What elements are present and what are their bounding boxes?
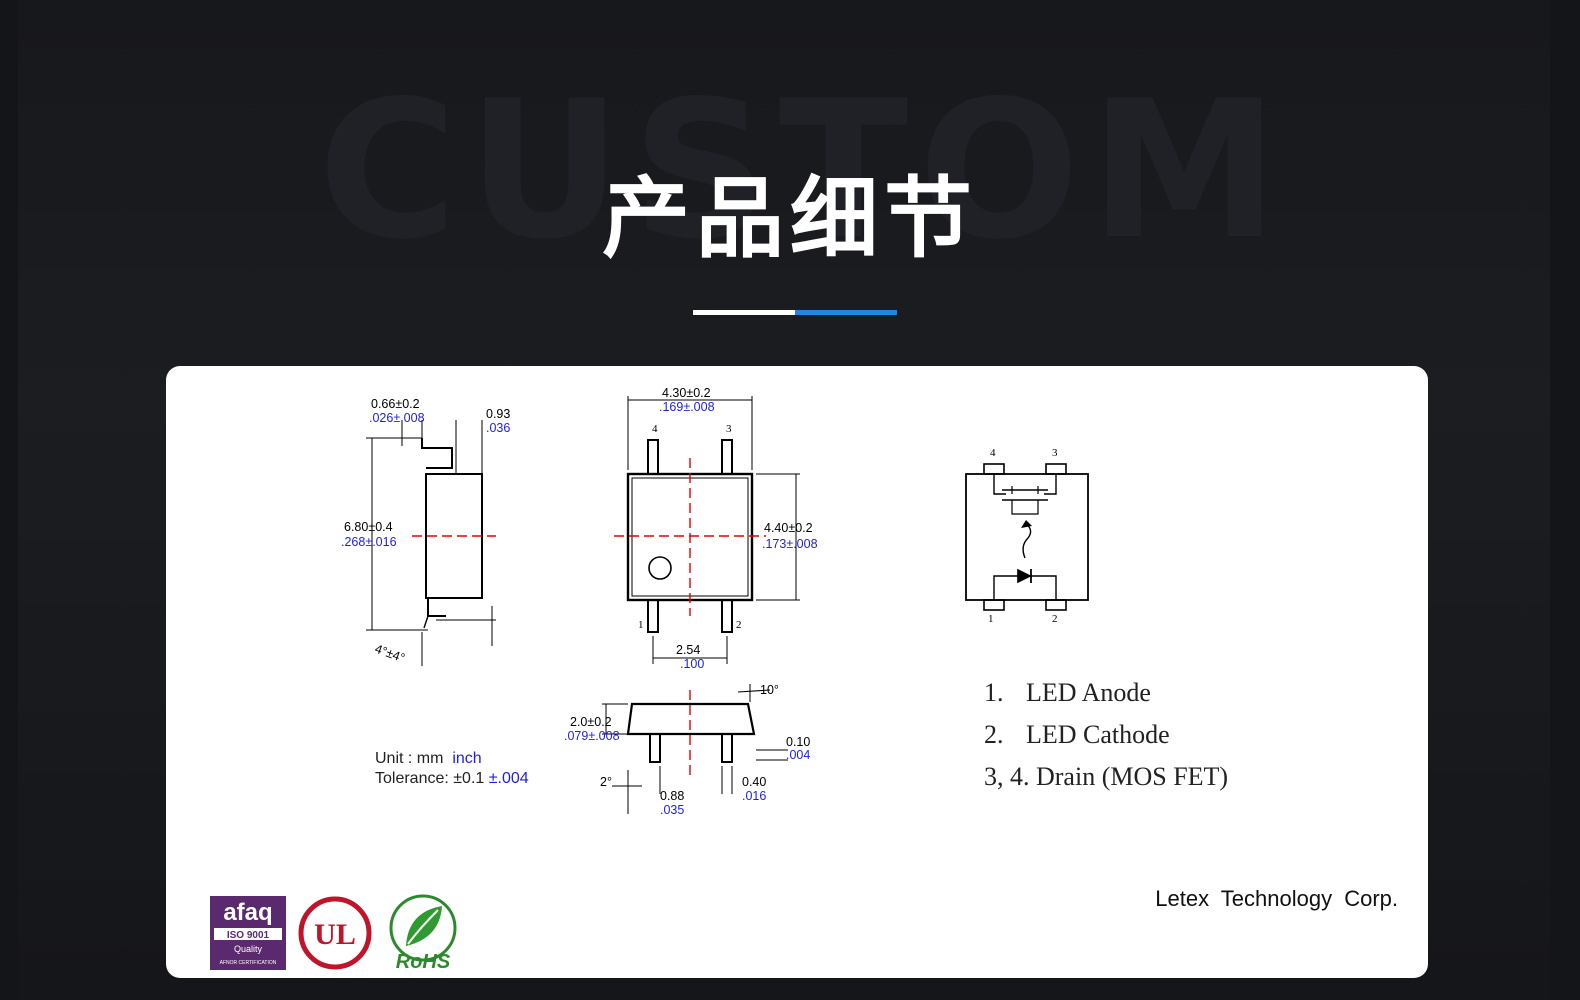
side-height-in: .268±.016: [341, 535, 397, 549]
side-lead-width-mm: 0.93: [486, 407, 510, 421]
side-pitch-in: .026±.008: [369, 411, 425, 425]
svg-text:afaq: afaq: [223, 899, 272, 926]
legend-label: Drain (MOS FET): [1036, 762, 1229, 791]
svg-text:ISO 9001: ISO 9001: [227, 930, 270, 941]
top-pin-2: 2: [736, 619, 742, 631]
profile-lead-thk-in: .004: [786, 748, 810, 762]
page-title: 产品细节: [601, 167, 978, 270]
svg-text:RoHS: RoHS: [396, 951, 451, 972]
legend-item: 2. LED Cathode: [984, 714, 1228, 756]
svg-text:Quality: Quality: [234, 944, 263, 954]
side-pitch-mm: 0.66±0.2: [371, 397, 420, 411]
profile-view: [602, 684, 788, 814]
title-underline-blue: [795, 310, 897, 315]
side-height-mm: 6.80±0.4: [344, 520, 393, 534]
svg-text:AFNOR CERTIFICATION: AFNOR CERTIFICATION: [220, 960, 277, 966]
top-pin-4: 4: [652, 423, 658, 435]
ul-logo: UL: [298, 896, 372, 974]
package-outline-drawing: 0.66±0.2 .026±.008 0.93 .036 6.80±0.4 .2…: [341, 386, 1089, 817]
profile-lead-thk-mm: 0.10: [786, 735, 810, 749]
legend-num: 2.: [984, 720, 1004, 749]
profile-lead-w-mm: 0.40: [742, 775, 766, 789]
legend-label: LED Cathode: [1026, 720, 1170, 749]
tolerance-inch: ±.004: [488, 770, 529, 787]
side-view: [366, 420, 496, 666]
profile-height-mm: 2.0±0.2: [570, 715, 612, 729]
unit-note: Unit : mm inch Tolerance: ±0.1 ±.004: [375, 749, 529, 789]
company-name: Letex Technology Corp.: [1155, 886, 1398, 911]
unit-label: Unit : mm: [375, 750, 444, 767]
side-angle: 4°±4°: [373, 642, 407, 666]
profile-height-in: .079±.008: [564, 729, 620, 743]
top-view: [614, 396, 800, 664]
afaq-iso9001-logo: afaq ISO 9001 Quality AFNOR CERTIFICATIO…: [210, 896, 286, 974]
profile-standoff-mm: 0.88: [660, 789, 684, 803]
schematic-pin-3: 3: [1052, 447, 1058, 459]
svg-text:UL: UL: [314, 918, 356, 951]
pin-legend: 1. LED Anode 2. LED Cathode 3, 4. Drain (M…: [984, 672, 1228, 798]
title-underline-white: [693, 310, 795, 315]
top-width-in: .169±.008: [659, 400, 715, 414]
schematic-pin-2: 2: [1052, 613, 1058, 625]
profile-lead-w-in: .016: [742, 789, 766, 803]
profile-standoff-in: .035: [660, 803, 684, 817]
top-pin-3: 3: [726, 423, 732, 435]
rohs-logo: RoHS: [386, 892, 460, 976]
background-watermark: CUSTOM: [318, 60, 1289, 281]
pin-schematic: [965, 463, 1089, 611]
legend-item: 3, 4. Drain (MOS FET): [984, 756, 1228, 798]
schematic-pin-1: 1: [988, 613, 994, 625]
profile-angle-top: 10°: [760, 683, 779, 697]
profile-angle-bottom: 2°: [600, 775, 612, 789]
product-detail-card: 0.66±0.2 .026±.008 0.93 .036 6.80±0.4 .2…: [166, 366, 1428, 978]
unit-inch: inch: [452, 750, 482, 767]
top-pitch-in: .100: [680, 657, 704, 671]
side-lead-width-in: .036: [486, 421, 510, 435]
tolerance-label: Tolerance: ±0.1: [375, 770, 485, 787]
legend-num: 3, 4.: [984, 762, 1030, 791]
legend-item: 1. LED Anode: [984, 672, 1228, 714]
top-width-mm: 4.30±0.2: [662, 386, 711, 400]
legend-label: LED Anode: [1026, 678, 1151, 707]
top-length-in: .173±.008: [762, 537, 818, 551]
top-pin-1: 1: [638, 619, 644, 631]
top-pitch-mm: 2.54: [676, 643, 700, 657]
legend-num: 1.: [984, 678, 1004, 707]
top-length-mm: 4.40±0.2: [764, 521, 813, 535]
schematic-pin-4: 4: [990, 447, 996, 459]
